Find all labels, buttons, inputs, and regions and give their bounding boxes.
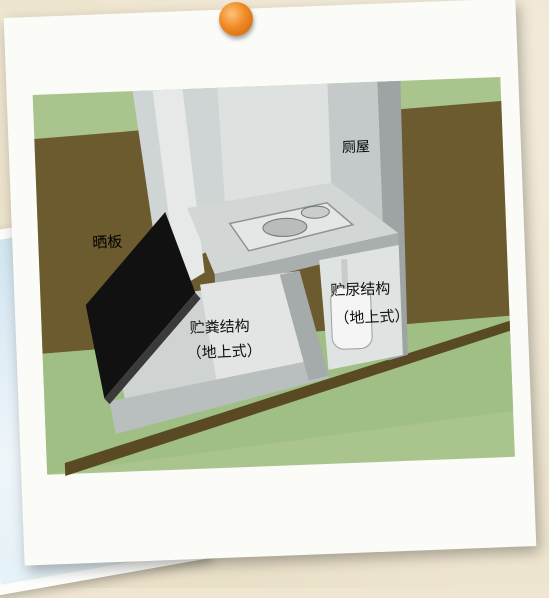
toilet-room-label: 厕屋 — [342, 139, 371, 156]
urine-storage-label: 贮尿结构 — [330, 279, 391, 299]
feces-storage-label: 贮粪结构 — [189, 317, 250, 337]
pushpin-icon — [219, 2, 253, 36]
feces-storage-type-label: （地上式） — [186, 341, 262, 362]
drying-board-label: 晒板 — [92, 233, 123, 252]
urine-storage-type-label: （地上式） — [334, 307, 410, 328]
